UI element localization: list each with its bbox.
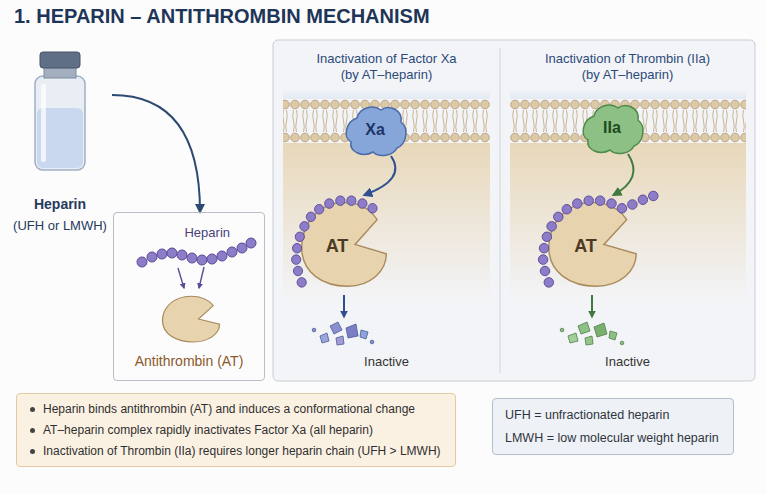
heparin-bead <box>306 212 315 222</box>
result-label: Inactive <box>364 354 409 369</box>
heparin-bead <box>295 232 304 242</box>
heparin-bead <box>542 232 552 242</box>
heparin-bead <box>293 266 302 276</box>
heparin-bead <box>554 212 564 222</box>
notes-box: Heparin binds antithrombin (AT) and indu… <box>16 393 456 467</box>
vial-drawing <box>35 52 85 170</box>
flow-arrow <box>112 95 200 212</box>
drug-name: Heparin <box>34 196 86 212</box>
abbreviation-box: UFH = unfractionated heparinLMWH = low m… <box>492 398 734 455</box>
heparin-bead <box>292 255 301 265</box>
note: Heparin binds antithrombin (AT) and indu… <box>43 401 445 417</box>
heparin-bead <box>638 195 648 205</box>
abbreviation: LMWH = low molecular weight heparin <box>505 430 721 446</box>
abbreviation: UFH = unfractionated heparin <box>505 407 721 423</box>
heparin-bead <box>538 255 548 265</box>
xa-fragments <box>312 322 374 345</box>
vial-body <box>35 76 85 170</box>
heparin-bead <box>649 191 659 201</box>
heparin-bead <box>325 199 334 209</box>
heparin-bead <box>358 199 367 209</box>
heparin-bead <box>547 222 557 232</box>
heparin-bead <box>607 199 617 209</box>
heparin-bead <box>544 278 554 288</box>
heparin-bead <box>297 278 306 288</box>
inactivation-arrow <box>343 295 345 317</box>
flow-arrow <box>613 154 633 195</box>
note: Inactivation of Thrombin (IIa) requires … <box>43 443 445 459</box>
thrombin: IIa <box>580 102 644 154</box>
note: AT–heparin complex rapidly inactivates F… <box>43 422 445 438</box>
antithrombin-label: Antithrombin (AT) <box>135 353 244 369</box>
heparin-bead <box>573 199 583 209</box>
vial-highlight <box>41 84 46 162</box>
antithrombin-shape <box>162 296 219 342</box>
heparin-bead <box>617 204 627 214</box>
result-label: Inactive <box>605 354 650 369</box>
heparin-bead <box>300 222 309 232</box>
protein-name: AT <box>574 236 597 257</box>
drug-forms: (UFH or LMWH) <box>13 218 107 233</box>
vial-cap <box>40 52 80 68</box>
membrane-iia <box>510 88 746 300</box>
heparin-bead <box>562 205 572 215</box>
xa-panel: Inactivation of Factor Xa (by AT–heparin… <box>273 40 500 381</box>
heparin-bead <box>347 196 356 206</box>
heparin-bead <box>315 205 324 215</box>
heparin-bead <box>292 243 301 253</box>
heparin-bead <box>368 204 377 214</box>
inactivation-arrow <box>591 295 593 317</box>
panel-divider <box>500 48 501 373</box>
heparin-bead <box>539 243 549 253</box>
binding-arrow <box>199 267 204 288</box>
thrombin-panel: Inactivation of Thrombin (IIa) (by AT–he… <box>500 40 755 381</box>
factor-name: Xa <box>365 121 385 139</box>
antithrombin: AT <box>298 195 390 290</box>
heparin-bead <box>584 196 594 206</box>
antithrombin: AT <box>545 195 640 290</box>
diagram-title: 1. HEPARIN – ANTITHROMBIN MECHANISM <box>14 5 430 28</box>
heparin-bead <box>540 266 550 276</box>
factor-xa: Xa <box>343 104 407 156</box>
flow-arrow <box>364 156 395 195</box>
binding-box: HeparinAntithrombin (AT) <box>113 212 265 381</box>
protein-name: AT <box>326 236 349 257</box>
drug-vial: Heparin (UFH or LMWH) <box>8 48 112 246</box>
panel-heading: Inactivation of Factor Xa (by AT–heparin… <box>311 51 463 83</box>
heparin-bead <box>628 200 638 210</box>
panel-heading: Inactivation of Thrombin (IIa) (by AT–he… <box>541 51 715 83</box>
heparin-label: Heparin <box>184 225 230 240</box>
heparin-bead <box>595 196 605 206</box>
membrane-xa <box>283 88 490 300</box>
iia-fragments <box>560 322 624 345</box>
binding-arrow <box>178 268 184 288</box>
factor-name: IIa <box>603 119 621 137</box>
heparin-bead <box>336 196 345 206</box>
mechanism-panel <box>273 40 755 381</box>
heparin-chain <box>137 238 256 267</box>
